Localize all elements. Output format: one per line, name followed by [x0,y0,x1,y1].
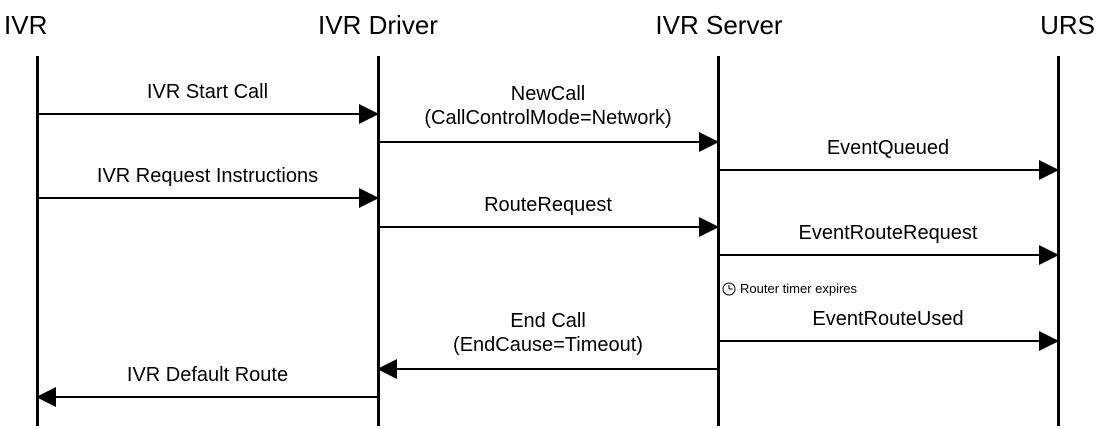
label-line: RouteRequest [484,194,612,216]
message-line [38,197,377,199]
message-line [719,254,1057,256]
message-line [38,113,377,115]
message-label: IVR Default Route [38,363,377,387]
message-line [379,226,717,228]
message-line [719,340,1057,342]
message-label: IVR Request Instructions [38,164,377,188]
message-label: RouteRequest [379,193,717,217]
actor-urs: URS [1040,10,1095,40]
lifeline-ivr-driver [377,56,380,426]
message-line [379,141,717,143]
lifeline-urs [1057,56,1060,426]
actor-ivr: IVR [4,10,48,40]
clock-icon [722,282,736,295]
router-timer-note: Router timer expires [722,281,857,296]
message-label: End Call (EndCause=Timeout) [379,309,717,357]
arrowhead-right-icon [359,104,379,124]
arrowhead-right-icon [359,188,379,208]
actor-ivr-driver: IVR Driver [318,10,438,40]
lifeline-ivr [36,56,39,426]
arrowhead-right-icon [699,217,719,237]
arrowhead-left-icon [377,359,397,379]
label-line: End Call [510,310,586,332]
label-line: EventRouteUsed [812,308,964,330]
arrowhead-right-icon [1039,245,1059,265]
label-line: (CallControlMode=Network) [424,107,672,129]
actor-ivr-server: IVR Server [655,10,783,40]
message-label: EventRouteRequest [719,221,1057,245]
arrowhead-right-icon [1039,160,1059,180]
label-line: IVR Default Route [126,364,289,386]
arrowhead-right-icon [699,132,719,152]
label-line: EventQueued [826,137,950,159]
message-label: EventQueued [719,136,1057,160]
message-line [719,169,1057,171]
arrowhead-right-icon [1039,331,1059,351]
message-label: NewCall (CallControlMode=Network) [379,82,717,130]
message-label: EventRouteUsed [719,307,1057,331]
label-line: EventRouteRequest [798,222,978,244]
message-line [38,396,377,398]
lifeline-ivr-server [717,56,720,426]
label-line: IVR Start Call [146,81,269,103]
arrowhead-left-icon [36,387,56,407]
label-line: NewCall [510,83,586,105]
label-line: IVR Request Instructions [96,165,319,187]
label-line: (EndCause=Timeout) [453,334,643,356]
message-label: IVR Start Call [38,80,377,104]
router-timer-label: Router timer expires [740,281,858,296]
message-line [379,368,717,370]
